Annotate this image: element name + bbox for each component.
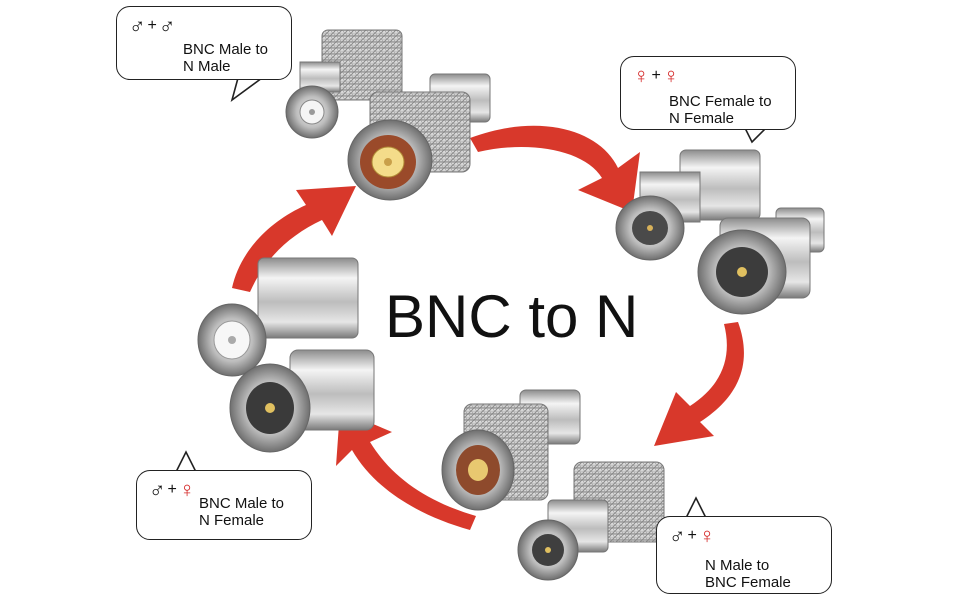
arrow-right-down bbox=[654, 322, 744, 446]
callout-label: BNC Male to N Male bbox=[183, 41, 269, 75]
plus-sign: + bbox=[147, 17, 157, 34]
bubble-tail-bottom-right bbox=[685, 496, 707, 519]
callout-label: N Male to BNC Female bbox=[705, 557, 791, 591]
arrow-bottom-left bbox=[336, 410, 476, 530]
callout-bnc-female-n-female: ♀+♀ BNC Female to N Female bbox=[620, 56, 796, 130]
adapter-bnc-male-n-female-front bbox=[229, 349, 375, 453]
adapter-bnc-male-n-male-front bbox=[347, 73, 491, 201]
male-symbol-icon: ♂ bbox=[129, 13, 146, 38]
adapter-bnc-female-n-female-front bbox=[697, 207, 825, 315]
bubble-tail-top-left bbox=[230, 77, 263, 103]
male-symbol-icon: ♂ bbox=[158, 13, 176, 38]
gender-symbols: ♂+♀ bbox=[669, 523, 715, 549]
female-symbol-icon: ♀ bbox=[698, 523, 716, 548]
arrow-top-right bbox=[470, 125, 640, 212]
plus-sign: + bbox=[651, 67, 661, 84]
female-symbol-icon: ♀ bbox=[633, 63, 650, 88]
callout-bnc-male-n-male: ♂+♂ BNC Male to N Male bbox=[116, 6, 292, 80]
bubble-tail-bottom-left bbox=[175, 450, 197, 473]
adapter-bnc-male-n-female-back bbox=[197, 257, 359, 377]
adapter-n-male-bnc-female-front bbox=[517, 461, 665, 581]
callout-bnc-male-n-female: ♂+♀ BNC Male to N Female bbox=[136, 470, 312, 540]
female-symbol-icon: ♀ bbox=[662, 63, 680, 88]
callout-label: BNC Male to N Female bbox=[199, 495, 285, 529]
callout-n-male-bnc-female: ♂+♀ N Male to BNC Female bbox=[656, 516, 832, 594]
adapter-bnc-female-n-female-back bbox=[615, 149, 761, 261]
female-symbol-icon: ♀ bbox=[178, 477, 196, 502]
adapter-bnc-male-n-male-back bbox=[285, 29, 403, 139]
callout-label: BNC Female to N Female bbox=[669, 93, 772, 127]
plus-sign: + bbox=[687, 527, 697, 544]
male-symbol-icon: ♂ bbox=[669, 523, 686, 548]
bubble-tail-top-right bbox=[743, 125, 769, 144]
adapter-n-male-bnc-female-back bbox=[441, 389, 581, 511]
gender-symbols: ♂+♂ bbox=[129, 13, 175, 39]
plus-sign: + bbox=[167, 481, 177, 498]
gender-symbols: ♂+♀ bbox=[149, 477, 195, 503]
page-title: BNC to N bbox=[385, 283, 639, 350]
gender-symbols: ♀+♀ bbox=[633, 63, 679, 89]
male-symbol-icon: ♂ bbox=[149, 477, 166, 502]
